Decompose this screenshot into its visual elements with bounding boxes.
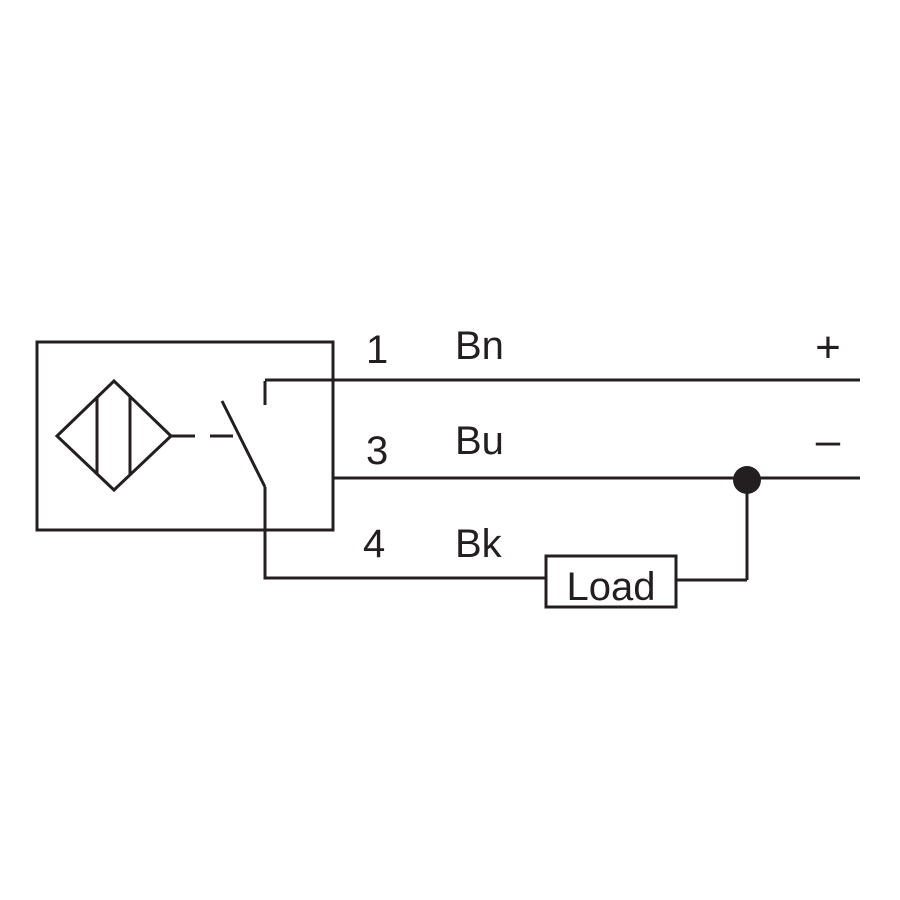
switch-contact-icon xyxy=(220,381,267,488)
color-code-bn: Bn xyxy=(455,324,504,368)
pin-4-label: 4 xyxy=(363,522,385,566)
pin-3-label: 3 xyxy=(366,429,388,473)
minus-sign: – xyxy=(816,416,841,465)
plus-sign: + xyxy=(815,323,841,372)
wire-4-black xyxy=(263,487,546,580)
inductive-sensor-icon xyxy=(54,378,174,493)
sensor-housing xyxy=(35,340,335,532)
color-code-bk: Bk xyxy=(455,522,503,566)
load-box xyxy=(544,554,678,609)
color-code-bu: Bu xyxy=(455,419,504,463)
load-label: Load xyxy=(567,565,656,609)
pin-1-label: 1 xyxy=(366,328,388,372)
